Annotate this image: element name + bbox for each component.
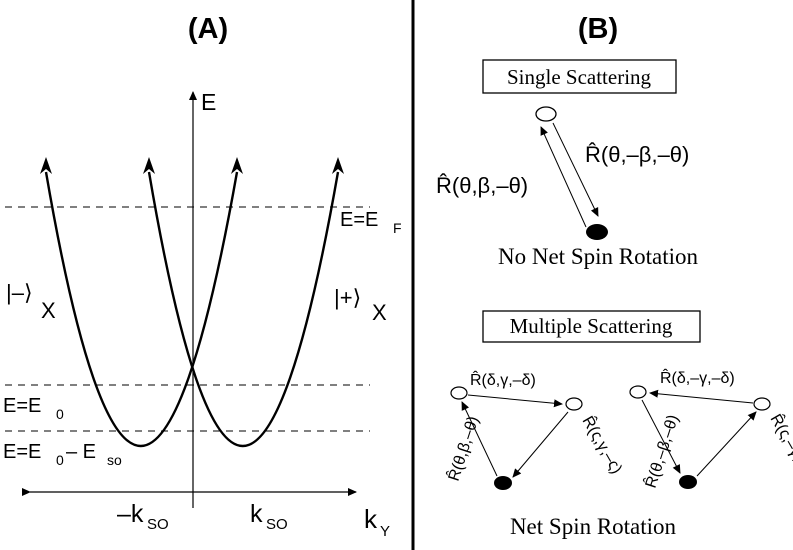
svg-text:SO: SO — [266, 516, 288, 533]
loop-arrow — [461, 401, 498, 477]
scatterer-filled — [586, 224, 608, 240]
svg-text:E=E: E=E — [3, 395, 41, 417]
loop-arrow — [641, 399, 681, 474]
single-forward-arrow — [540, 126, 587, 228]
svg-text:SO: SO — [147, 516, 169, 533]
neg-kso-label: –k SO — [117, 500, 169, 533]
svg-text:0: 0 — [56, 452, 64, 468]
svg-text:Y: Y — [380, 523, 390, 540]
panel-b: (B) Single Scattering R̂(θ,β,–θ) R̂(θ,–β… — [436, 13, 793, 539]
fermi-level-label: E=E F — [340, 209, 402, 236]
scatterer-open — [565, 397, 583, 411]
loop-arrow — [649, 389, 754, 404]
single-backward-arrow — [552, 122, 599, 217]
svg-text:|–⟩: |–⟩ — [6, 280, 33, 305]
multiple-scattering-heading: Multiple Scattering — [510, 314, 673, 338]
lower-level-label: E=E 0 – E so — [3, 441, 122, 468]
panel-b-title: (B) — [578, 13, 618, 45]
band-arrowhead — [231, 157, 243, 174]
left-band-curve — [44, 171, 239, 447]
loop-arrow — [512, 411, 569, 478]
single-scattering-box — [482, 59, 677, 94]
single-forward-label: R̂(θ,β,–θ) — [436, 173, 528, 198]
multiple-caption: Net Spin Rotation — [510, 514, 677, 539]
scatterer-open — [753, 397, 771, 411]
panel-a-title: (A) — [188, 13, 228, 45]
loop-arrow — [467, 394, 563, 408]
scatterer-filled — [494, 476, 512, 490]
loop-arrow — [696, 411, 757, 477]
scatterer-filled — [679, 475, 697, 489]
svg-text:0: 0 — [56, 406, 64, 422]
svg-text:X: X — [41, 298, 56, 323]
right-top-label: R̂(δ,–γ,–δ) — [660, 367, 735, 387]
multiple-scattering-box — [482, 310, 701, 343]
pos-kso-label: k SO — [250, 500, 288, 533]
right-left-label: R̂(θ,–β,–θ) — [640, 412, 682, 490]
left-left-label: R̂(θ,β,–θ) — [443, 413, 482, 483]
svg-text:–k: –k — [117, 500, 144, 528]
right-scattering-loop: R̂(δ,–γ,–δ) R̂(θ,–β,–θ) R̂(ς,–γ,–ς) — [629, 367, 793, 490]
single-caption: No Net Spin Rotation — [498, 244, 698, 269]
svg-text:F: F — [393, 220, 402, 236]
left-top-label: R̂(δ,γ,–δ) — [470, 369, 536, 389]
scatterer-open — [629, 385, 647, 399]
svg-text:so: so — [107, 452, 122, 468]
momentum-axis-label: k Y — [364, 504, 390, 540]
single-backward-label: R̂(θ,–β,–θ) — [585, 142, 689, 167]
svg-text:– E: – E — [66, 441, 96, 463]
scatterer-open — [450, 386, 468, 400]
energy-axis-label: E — [201, 89, 216, 115]
svg-text:|+⟩: |+⟩ — [334, 285, 361, 310]
panel-a: (A) E k Y E=E F E=E 0 E=E 0 — [3, 13, 402, 540]
svg-text:X: X — [372, 300, 387, 325]
svg-text:E=E: E=E — [3, 441, 41, 463]
band-arrowhead — [143, 157, 155, 174]
left-band-label: |–⟩ X — [6, 280, 56, 323]
right-band-label: |+⟩ X — [334, 285, 387, 325]
left-scattering-loop: R̂(δ,γ,–δ) R̂(θ,β,–θ) R̂(ς,γ,–ς) — [443, 369, 627, 490]
svg-text:k: k — [250, 500, 263, 528]
right-band-curve — [147, 171, 340, 447]
band-arrowhead — [332, 157, 344, 174]
svg-text:E=E: E=E — [340, 209, 378, 231]
band-bottom-level-label: E=E 0 — [3, 395, 64, 422]
left-right-label: R̂(ς,γ,–ς) — [579, 412, 628, 477]
right-right-label: R̂(ς,–γ,–ς) — [767, 410, 793, 482]
single-scattering-heading: Single Scattering — [507, 65, 652, 89]
svg-text:k: k — [364, 504, 378, 534]
band-arrowhead — [40, 157, 52, 174]
scatterer-open — [535, 106, 557, 122]
